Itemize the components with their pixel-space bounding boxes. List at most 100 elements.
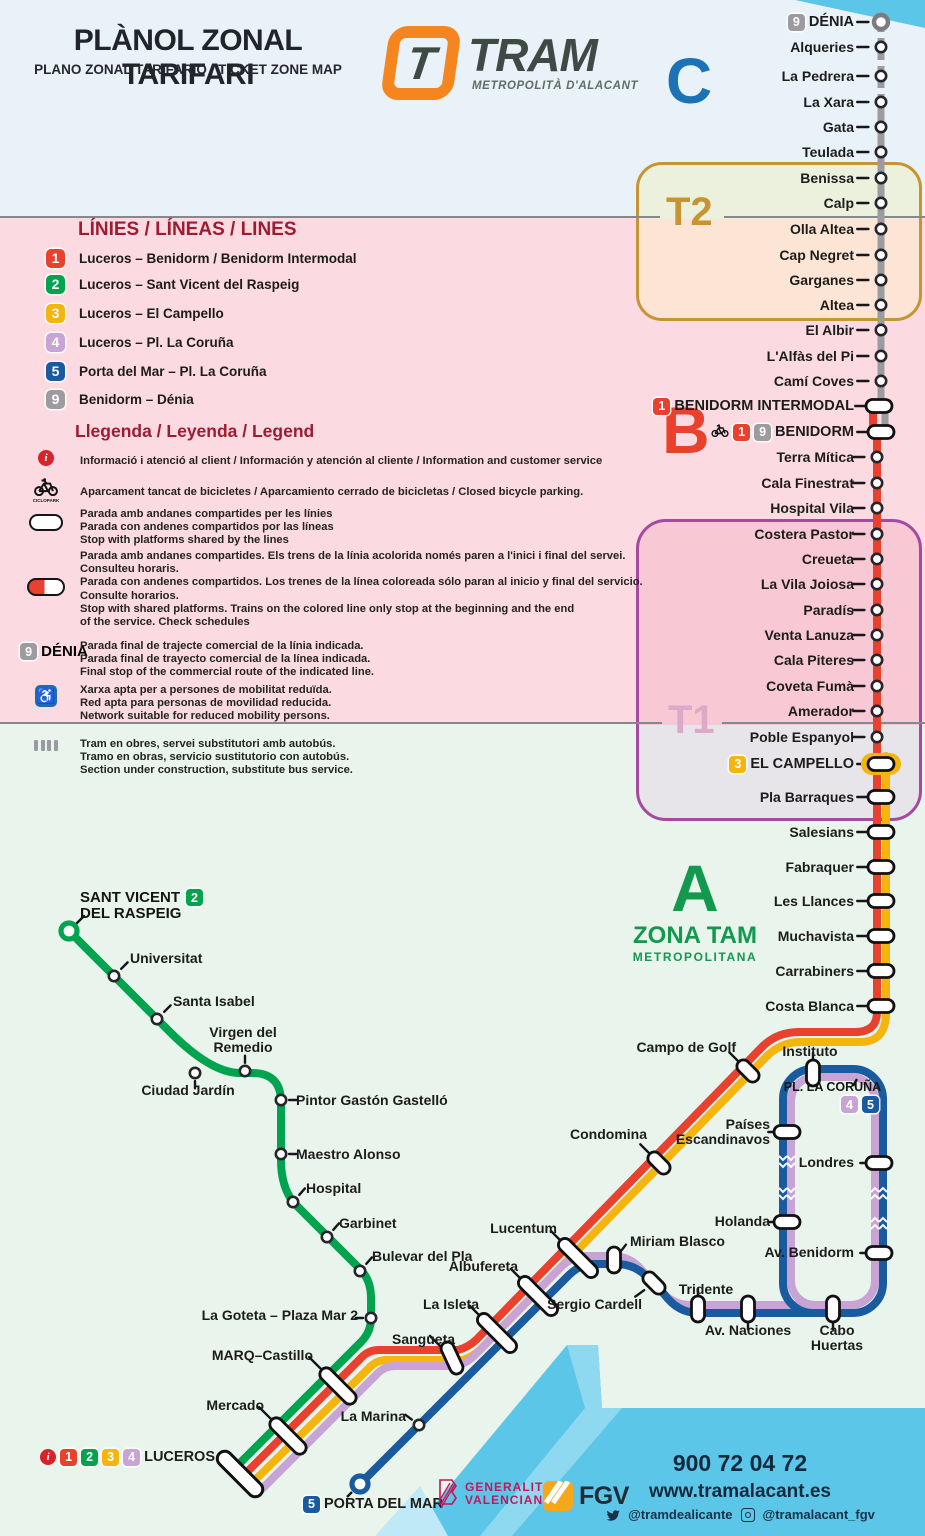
fgv-icon (543, 1481, 573, 1511)
zone-label-t1: T1 (668, 698, 715, 742)
line-1-badge: 1 (60, 1448, 78, 1466)
line-legend-label: Luceros – Pl. La Coruña (79, 334, 234, 350)
station-row: La Pedrera (782, 67, 854, 85)
page-subtitle: PLANO ZONAL TARIFARIO / TICKET ZONE MAP (34, 62, 342, 77)
line-3-badge: 3 (102, 1448, 120, 1466)
station-label: Gata (822, 119, 854, 135)
shared-platform-pill (646, 1150, 672, 1176)
label-tick (728, 1051, 740, 1063)
station-label: Miriam Blasco (630, 1233, 725, 1249)
info-icon: i (38, 450, 54, 466)
zone-a-line1: ZONA TAM (633, 922, 757, 949)
station-label: Salesians (789, 824, 854, 840)
shared-platform-pill (866, 824, 896, 840)
station-label: EL CAMPELLO (750, 756, 854, 772)
line-2-badge: 2 (46, 274, 65, 294)
station-dot (353, 1264, 367, 1278)
shared-platform-pill (866, 928, 896, 944)
station-dot (870, 476, 884, 490)
station-label: Cabo Huertas (810, 1322, 864, 1353)
station-label: Holanda (714, 1213, 770, 1229)
station-label: Campo de Golf (636, 1039, 736, 1055)
shared-platform-pill (866, 998, 896, 1014)
label-tick (428, 1334, 442, 1348)
terminal-circle (871, 12, 891, 32)
station-dot (874, 374, 888, 388)
gva-line1: GENERALITAT (465, 1480, 560, 1494)
station-row: Coveta Fumà (766, 677, 854, 695)
station-label: Tridente (678, 1281, 734, 1297)
tram-logo-t: T (403, 37, 439, 89)
terminal-pl-la-coruna: PL. LA CORUÑA (783, 1080, 882, 1094)
fare-box-t2 (636, 162, 922, 321)
page-title: PLÀNOL ZONAL TARIFARI (73, 24, 303, 91)
station-label: L'Alfàs del Pi (766, 348, 854, 364)
label-tick (404, 1413, 413, 1421)
station-row: Salesians (789, 823, 854, 841)
station-dot (870, 501, 884, 515)
station-label: Hospital Vila (770, 500, 854, 516)
twitter-handle[interactable]: @tramdealicante (628, 1507, 733, 1522)
website-url[interactable]: www.tramalacant.es (649, 1481, 831, 1502)
station-row: Les Llances (774, 892, 854, 910)
station-label: Coveta Fumà (766, 678, 854, 694)
station-dot (874, 196, 888, 210)
station-row: El Albir (806, 321, 855, 339)
label-tick (639, 1143, 651, 1155)
station-dot (870, 450, 884, 464)
station-label: Olla Altea (789, 221, 854, 237)
line-1-badge: 1 (653, 397, 671, 415)
station-dot (874, 349, 888, 363)
construction-icon (16, 740, 76, 751)
station-dot (874, 95, 888, 109)
line-legend-label: Luceros – Benidorm / Benidorm Intermodal (79, 250, 357, 266)
station-row: La Xara (803, 93, 854, 111)
station-label: Muchavista (777, 928, 854, 944)
label-tick (257, 1405, 274, 1422)
station-label: Paradís (803, 602, 854, 618)
station-dot (150, 1012, 164, 1026)
station-label: La Xara (803, 94, 854, 110)
gva-line2: VALENCIANA (465, 1493, 553, 1507)
label-tick (346, 1491, 353, 1498)
station-dot (874, 323, 888, 337)
legend-item-text: Aparcament tancat de bicicletes / Aparca… (80, 486, 584, 498)
label-tick (162, 1004, 172, 1013)
station-label: Amerador (787, 703, 854, 719)
station-label: La Goteta – Plaza Mar 2 (201, 1307, 358, 1323)
lines-legend-header: LÍNIES / LÍNEAS / LINES (78, 219, 297, 240)
shared-platform-pill (557, 1237, 599, 1279)
instagram-handle[interactable]: @tramalacant_fgv (762, 1507, 875, 1522)
shared-platform-pill (866, 859, 896, 875)
station-dot (107, 969, 121, 983)
tram-logo-subtitle: METROPOLITÀ D'ALACANT (472, 80, 639, 92)
legend-header: Llegenda / Leyenda / Legend (75, 421, 315, 441)
station-label: Terra Mítica (776, 449, 854, 465)
station-dot (320, 1230, 334, 1244)
station-dot (364, 1311, 378, 1325)
svdr-line1: SANT VICENT (80, 888, 181, 906)
legend-item-text: Xarxa apta per a persones de mobilitat r… (80, 684, 332, 723)
shared-platform-pill (866, 789, 896, 805)
line-5-badge: 5 (303, 1495, 320, 1513)
station-row: Creueta (802, 550, 854, 568)
line-4-badge: 4 (46, 332, 65, 352)
line-3-badge: 3 (729, 755, 747, 773)
station-label: MARQ–Castillo (211, 1347, 313, 1363)
shared-platform-pill (517, 1275, 559, 1317)
svdr-line2: DEL RASPEIG (80, 905, 182, 922)
station-row: Olla Altea (790, 220, 854, 238)
shared-platform-pill (825, 1294, 841, 1324)
zone-divider-ba (722, 722, 925, 724)
zone-label-t2: T2 (666, 190, 713, 234)
station-row: Camí Coves (774, 372, 854, 390)
station-label: Virgen del Remedio (209, 1024, 277, 1055)
legend-item-text: Informació i atenció al client / Informa… (80, 455, 603, 467)
station-dot (874, 248, 888, 262)
station-label: Les Llances (773, 893, 854, 909)
shared-platform-pill (864, 1245, 894, 1261)
